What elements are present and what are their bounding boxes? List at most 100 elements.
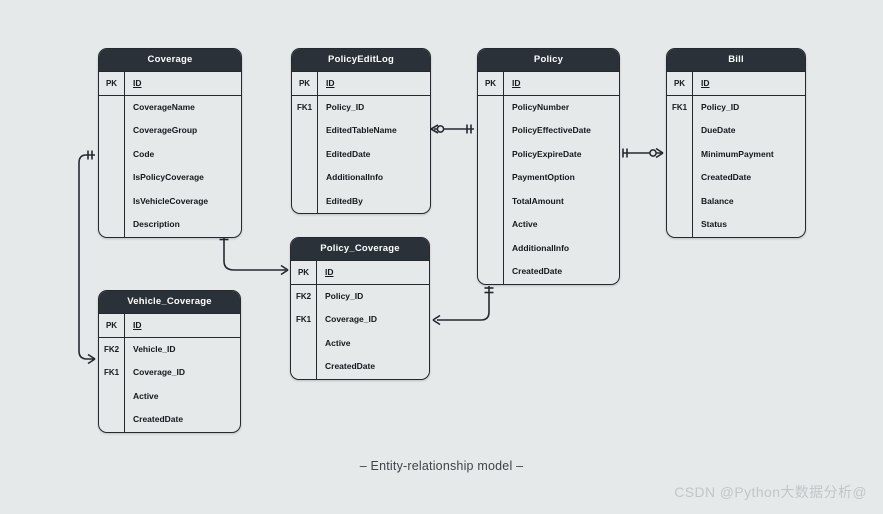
attribute-name: ID — [124, 314, 240, 337]
attribute-name: EditedBy — [317, 189, 430, 213]
attribute-name: TotalAmount — [503, 189, 619, 213]
attribute-key — [99, 119, 124, 143]
attribute-key — [99, 166, 124, 190]
attribute-row[interactable]: CoverageGroup — [99, 119, 241, 143]
attribute-row[interactable]: PolicyExpireDate — [478, 142, 619, 166]
attribute-name-text: Active — [325, 337, 351, 348]
attribute-row[interactable]: IsPolicyCoverage — [99, 166, 241, 190]
attribute-key — [478, 237, 503, 261]
attribute-row[interactable]: EditedBy — [292, 189, 430, 213]
attribute-row[interactable]: MinimumPayment — [667, 142, 805, 166]
attribute-row[interactable]: CoverageName — [99, 95, 241, 119]
attribute-name: EditedTableName — [317, 119, 430, 143]
attribute-name-text: Vehicle_ID — [133, 343, 176, 354]
attribute-row[interactable]: Balance — [667, 189, 805, 214]
attribute-name: PaymentOption — [503, 166, 619, 190]
attribute-name: ID — [503, 72, 619, 95]
connector-policy-policycoverage — [432, 286, 494, 326]
attribute-row[interactable]: PolicyEffectiveDate — [478, 119, 619, 143]
attribute-key: PK — [673, 79, 686, 88]
attribute-row[interactable]: FK1 Policy_ID — [667, 95, 805, 119]
entity-title: PolicyEditLog — [292, 49, 430, 72]
attribute-row[interactable]: IsVehicleCoverage — [99, 189, 241, 213]
attribute-row[interactable]: CreatedDate — [99, 408, 240, 432]
entity-title: Bill — [667, 49, 805, 72]
attribute-name-text: CreatedDate — [512, 266, 563, 276]
attribute-row[interactable]: CreatedDate — [667, 166, 805, 190]
entity-title: Policy_Coverage — [291, 238, 429, 261]
attribute-row[interactable]: Description — [99, 213, 241, 237]
attribute-key: PK — [105, 79, 118, 88]
attribute-name-text: Description — [133, 219, 180, 229]
attribute-name: MinimumPayment — [692, 142, 805, 166]
attribute-name-text: ID — [326, 78, 335, 88]
attribute-row[interactable]: EditedTableName — [292, 119, 430, 143]
attribute-key — [667, 166, 692, 190]
attribute-name-text: EditedDate — [326, 148, 371, 159]
attribute-name: PolicyEffectiveDate — [503, 119, 619, 143]
attribute-name: CreatedDate — [503, 260, 619, 284]
attribute-key — [667, 190, 692, 214]
attribute-name: EditedDate — [317, 142, 430, 166]
attribute-key — [478, 96, 503, 120]
attribute-row[interactable]: Active — [99, 384, 240, 408]
attribute-key: FK2 — [295, 291, 312, 301]
attribute-name-text: Coverage_ID — [325, 314, 377, 324]
attribute-name-text: CreatedDate — [701, 172, 752, 182]
attribute-row[interactable]: Status — [667, 213, 805, 237]
attribute-name-text: DueDate — [701, 125, 736, 135]
attribute-key: FK1 — [671, 102, 688, 112]
attribute-row[interactable]: FK2 Policy_ID — [291, 284, 429, 308]
attribute-key — [292, 143, 317, 167]
attribute-key — [99, 408, 124, 432]
attribute-row[interactable]: AdditionalInfo — [292, 166, 430, 190]
attribute-key — [292, 119, 317, 143]
attribute-row[interactable]: TotalAmount — [478, 189, 619, 213]
attribute-name: Policy_ID — [692, 95, 805, 119]
attribute-row[interactable]: Active — [291, 331, 429, 356]
attribute-row[interactable]: Code — [99, 142, 241, 166]
attribute-name-text: PolicyNumber — [512, 101, 570, 112]
attribute-row[interactable]: PaymentOption — [478, 166, 619, 190]
attribute-row[interactable]: PolicyNumber — [478, 95, 619, 120]
attribute-row[interactable]: CreatedDate — [478, 260, 619, 284]
attribute-name: CreatedDate — [692, 166, 805, 190]
attribute-name-text: EditedTableName — [326, 125, 397, 135]
attribute-row[interactable]: AdditionalInfo — [478, 236, 619, 261]
attribute-name: Active — [503, 213, 619, 237]
attribute-row[interactable]: CreatedDate — [291, 355, 429, 379]
entity-title: Vehicle_Coverage — [99, 291, 240, 314]
attribute-name: Balance — [692, 189, 805, 213]
attribute-name: PolicyNumber — [503, 95, 619, 119]
attribute-name: Vehicle_ID — [124, 337, 240, 361]
attribute-row[interactable]: Active — [478, 213, 619, 237]
attribute-name: CoverageName — [124, 95, 241, 119]
attribute-name: Policy_ID — [316, 284, 429, 308]
attribute-name: CreatedDate — [316, 355, 429, 379]
attribute-name-text: Balance — [701, 195, 734, 206]
attribute-row[interactable]: DueDate — [667, 119, 805, 143]
attribute-row[interactable]: EditedDate — [292, 142, 430, 167]
attribute-key — [291, 332, 316, 356]
attribute-name-text: AdditionalInfo — [512, 242, 570, 253]
